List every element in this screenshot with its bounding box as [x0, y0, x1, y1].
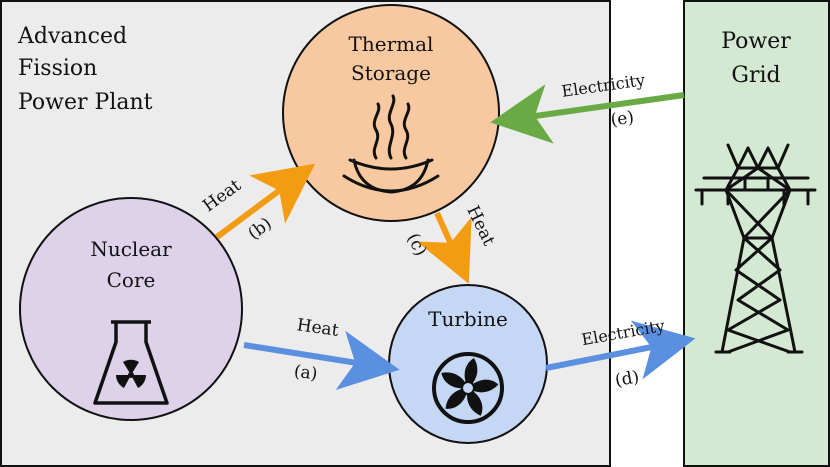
arrow-b-heat	[215, 163, 316, 240]
nuclear-label-line2: Core	[107, 268, 156, 292]
edge-a-tag: (a)	[293, 362, 319, 385]
fan-icon	[432, 352, 504, 424]
grid-title-line2: Grid	[731, 63, 780, 88]
plant-title-line1: Advanced	[17, 24, 127, 49]
arrow-c-heat	[416, 211, 472, 284]
edge-d-tag: (d)	[614, 367, 641, 391]
nuclear-label-line1: Nuclear	[90, 237, 172, 261]
thermal-label-line2: Storage	[351, 61, 431, 85]
turbine-label: Turbine	[428, 307, 508, 331]
thermal-label-line1: Thermal	[349, 32, 434, 56]
grid-title-line1: Power	[721, 29, 791, 54]
radioactive-flask-icon	[93, 320, 169, 405]
transmission-tower-icon	[694, 143, 817, 354]
nuclear-core-node	[19, 197, 243, 421]
arrow-d-electricity	[545, 320, 696, 380]
plant-title-line3: Power Plant	[18, 90, 153, 115]
arrow-e-electricity	[490, 84, 685, 144]
edge-e-tag: (e)	[609, 108, 635, 131]
grid-panel	[683, 0, 830, 467]
steam-bowl-icon	[342, 94, 440, 194]
plant-title-line2: Fission	[18, 56, 97, 81]
arrow-a-heat	[243, 330, 400, 390]
